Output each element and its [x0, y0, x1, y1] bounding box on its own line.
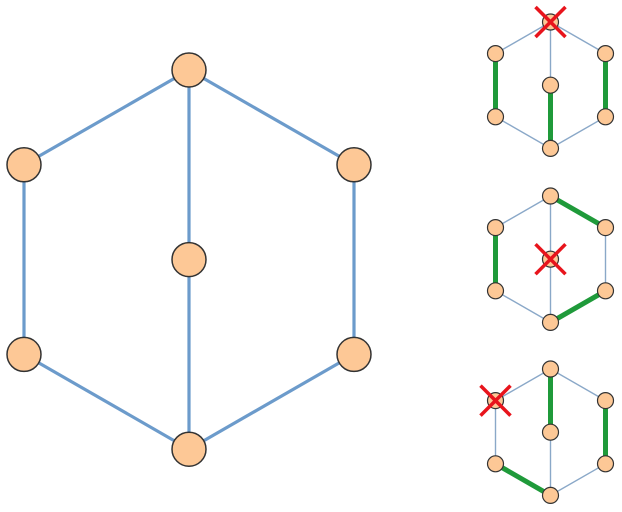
node-upper-left: [6, 147, 42, 183]
node-lower-left: [6, 336, 42, 373]
node-bottom: [541, 139, 560, 157]
node-upper-right: [336, 147, 372, 183]
edge: [550, 21, 606, 55]
node-upper-left: [486, 44, 505, 63]
matched-edge: [494, 461, 552, 498]
node-top: [541, 187, 560, 205]
removed-node-cross-icon: [534, 242, 567, 276]
node-upper-left: [486, 219, 505, 237]
edge: [23, 353, 190, 451]
node-lower-left: [486, 108, 505, 126]
edge: [188, 68, 355, 167]
node-upper-right: [596, 219, 615, 237]
node-center: [541, 76, 560, 94]
main-graph: [6, 52, 372, 467]
matching-example-2: [486, 187, 615, 331]
edge: [188, 353, 355, 451]
matched-edge: [549, 193, 607, 230]
node-upper-right: [596, 392, 615, 410]
cross-stroke: [534, 5, 567, 39]
node-lower-right: [596, 455, 615, 473]
node-bottom: [541, 486, 560, 504]
edge: [550, 116, 606, 150]
node-lower-left: [486, 282, 505, 300]
node-lower-right: [596, 108, 615, 126]
node-lower-left: [486, 455, 505, 473]
edge: [495, 290, 551, 324]
edge: [495, 195, 551, 229]
edge: [23, 68, 190, 167]
edge: [550, 368, 606, 402]
node-bottom: [171, 431, 207, 467]
cross-stroke: [534, 242, 567, 276]
node-center: [171, 241, 207, 278]
edge: [550, 463, 606, 497]
node-top: [541, 360, 560, 378]
cross-stroke: [479, 384, 512, 417]
node-lower-right: [596, 282, 615, 300]
node-upper-right: [596, 44, 615, 63]
matching-example-3: [479, 360, 615, 504]
edge: [495, 116, 551, 150]
matching-examples: [479, 5, 615, 504]
node-top: [171, 52, 207, 88]
node-bottom: [541, 313, 560, 331]
matched-edge: [549, 288, 607, 325]
matching-example-1: [486, 5, 615, 157]
removed-node-cross-icon: [479, 384, 512, 417]
removed-node-cross-icon: [534, 5, 567, 39]
edge: [495, 368, 551, 402]
node-lower-right: [336, 336, 372, 373]
node-center: [541, 423, 560, 441]
edge: [495, 21, 551, 55]
